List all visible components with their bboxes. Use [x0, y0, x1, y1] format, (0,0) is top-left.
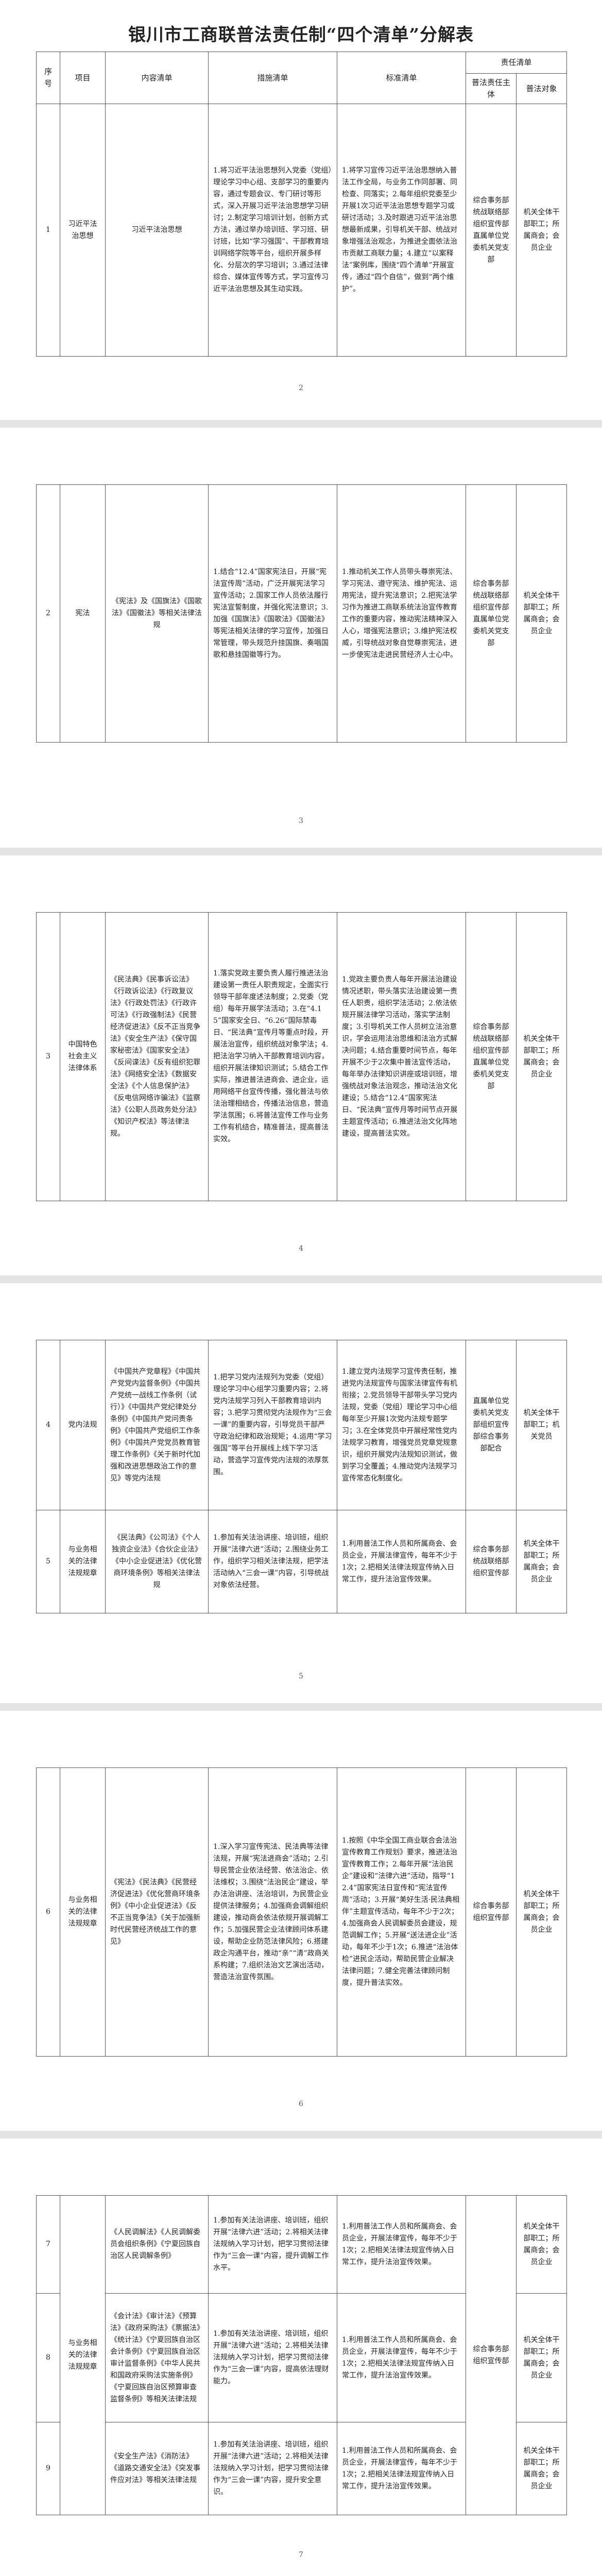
row-item: 中国特色社会主义法律体系	[60, 912, 106, 1201]
page-number: 7	[299, 2551, 303, 2559]
row-subject: 综合事务部统战联络部组织宣传部	[466, 1510, 517, 1613]
page-1: 银川市工商联普法责任制“四个清单”分解表 序号 项目 内容清单 措施清单 标准清…	[0, 0, 602, 420]
table-row: 6 与业务相关的法律法规规章 《宪法》《民法典》《民营经济促进法》《优化营商环境…	[36, 1767, 567, 2057]
row-content: 《民法典》《民事诉讼法》《行政诉讼法》《行政复议法》《行政处罚法》《行政许可法》…	[105, 912, 209, 1201]
page-4: 4 党内法规 《中国共产党章程》《中国共产党党内监督条例》《中国共产党统一战线工…	[0, 1283, 602, 1703]
responsibility-table: 3 中国特色社会主义法律体系 《民法典》《民事诉讼法》《行政诉讼法》《行政复议法…	[36, 912, 567, 1201]
table-row: 1 习近平法治思想 习近平法治思想 1.将习近平法治思想列入党委（党组）理论学习…	[36, 104, 567, 357]
header-target: 普法对象	[515, 73, 567, 104]
responsibility-table: 4 党内法规 《中国共产党章程》《中国共产党党内监督条例》《中国共产党统一战线工…	[36, 1340, 567, 1613]
table-row: 8 《会计法》《审计法》《预算法》《政府采购法》《票据法》《统计法》《宁夏回族自…	[36, 2293, 567, 2422]
page-5: 6 与业务相关的法律法规规章 《宪法》《民法典》《民营经济促进法》《优化营商环境…	[0, 1711, 602, 2131]
row-standard: 1.按照《中华全国工商业联合会法治宣传教育工作规划》要求，推进法治宣传教育工作；…	[337, 1767, 466, 2057]
table-row: 9 《安全生产法》《消防法》《道路交通安全法》《突发事件应对法》等相关法律法规 …	[36, 2422, 567, 2515]
row-measure: 1.将习近平法治思想列入党委（党组）理论学习中心组、支部学习的重要内容，通过专题…	[208, 104, 337, 357]
row-seq: 5	[36, 1510, 60, 1613]
row-item: 与业务相关的法律法规规章	[60, 1767, 106, 2057]
page-6: 7 与业务相关的法律法规规章 《人民调解法》《人民调解委员会组织条例》《宁夏回族…	[0, 2139, 602, 2576]
row-target: 机关全体干部职工；所属商会；会员企业	[516, 2195, 567, 2294]
row-standard: 1.建立党内法规学习宣传责任制，推进党内法规宣传与国家法律宣传有机衔接；2.党员…	[337, 1340, 466, 1510]
page-number: 4	[299, 1244, 303, 1253]
row-subject: 综合事务部统战联络部组织宣传部直属单位党委机关党支部	[466, 484, 517, 743]
row-subject: 综合事务部统战联络部组织宣传部直属单位党委机关党支部	[466, 104, 517, 357]
page-3: 3 中国特色社会主义法律体系 《民法典》《民事诉讼法》《行政诉讼法》《行政复议法…	[0, 855, 602, 1275]
row-content: 《人民调解法》《人民调解委员会组织条例》《宁夏回族自治区人民调解条例》	[105, 2195, 209, 2294]
row-content: 《安全生产法》《消防法》《道路交通安全法》《突发事件应对法》等相关法律法规	[105, 2422, 209, 2515]
row-standard: 1.利用普法工作人员和所属商会、会员企业，开展法律宣传，每年不少于1次；2.把相…	[337, 1510, 466, 1613]
header-content: 内容清单	[105, 52, 209, 104]
header-seq: 序号	[36, 52, 60, 104]
row-subject: 综合事务部组织宣传部	[466, 1767, 517, 2057]
responsibility-table: 6 与业务相关的法律法规规章 《宪法》《民法典》《民营经济促进法》《优化营商环境…	[36, 1767, 567, 2057]
row-standard: 1.党政主要负责人每年开展法治建设情况述职，带头落实法治建设第一责任人职责，组织…	[337, 912, 466, 1201]
table-row: 5 与业务相关的法律法规规章 《民法典》《公司法》《个人独资企业法》《合伙企业法…	[36, 1510, 567, 1613]
page-number: 2	[299, 384, 303, 392]
row-measure: 1.落实党政主要负责人履行推进法治建设第一责任人职责规定，全面实行领导干部年度述…	[208, 912, 337, 1201]
row-subject: 综合事务部组织宣传部	[466, 2195, 517, 2515]
row-seq: 7	[36, 2195, 60, 2294]
row-item: 习近平法治思想	[60, 104, 106, 357]
header-measure: 措施清单	[208, 52, 337, 104]
responsibility-table: 2 宪法 《宪法》及《国旗法》《国歌法》《国徽法》等相关法律法规 1.结合“12…	[36, 484, 567, 743]
responsibility-table: 7 与业务相关的法律法规规章 《人民调解法》《人民调解委员会组织条例》《宁夏回族…	[36, 2195, 567, 2515]
row-content: 《宪法》《民法典》《民营经济促进法》《优化营商环境条例》《中小企业促进法》《反不…	[105, 1767, 209, 2057]
row-target: 机关全体干部职工；所属商会；会员企业	[516, 1767, 567, 2057]
row-item: 与业务相关的法律法规规章	[60, 1510, 106, 1613]
row-seq: 2	[36, 484, 60, 743]
row-measure: 1.参加有关法治讲座、培训班，组织开展“法律六进”活动；2.将相关法律法规纳入学…	[208, 2195, 337, 2294]
row-item: 党内法规	[60, 1340, 106, 1510]
row-target: 机关全体干部职工；所属商会；会员企业	[516, 484, 567, 743]
row-target: 机关全体干部职工；所属商会；会员企业	[515, 104, 567, 357]
row-subject: 直属单位党委机关党支部组织宣传部综合事务部配合	[466, 1340, 517, 1510]
row-measure: 1.把学习党内法规列为党委（党组）理论学习中心组学习重要内容；2.将党内法规学习…	[208, 1340, 337, 1510]
row-seq: 1	[36, 104, 60, 357]
page-number: 5	[299, 1672, 303, 1680]
row-seq: 8	[36, 2293, 60, 2422]
table-row: 7 与业务相关的法律法规规章 《人民调解法》《人民调解委员会组织条例》《宁夏回族…	[36, 2195, 567, 2515]
row-item: 与业务相关的法律法规规章	[60, 2195, 106, 2515]
row-content: 《民法典》《公司法》《个人独资企业法》《合伙企业法》《中小企业促进法》《优化营商…	[105, 1510, 209, 1613]
row-target: 机关全体干部职工；所属商会；会员企业	[516, 2293, 567, 2422]
row-seq: 6	[36, 1767, 60, 2057]
row-content: 《中国共产党章程》《中国共产党党内监督条例》《中国共产党统一战线工作条例（试行）…	[105, 1340, 209, 1510]
row-measure: 1.参加有关法治讲座、培训班，组织开展“法律六进”活动；2.围绕业务工作，组织学…	[208, 1510, 337, 1613]
table-row: 4 党内法规 《中国共产党章程》《中国共产党党内监督条例》《中国共产党统一战线工…	[36, 1340, 567, 1510]
page-2: 2 宪法 《宪法》及《国旗法》《国歌法》《国徽法》等相关法律法规 1.结合“12…	[0, 428, 602, 848]
header-subject: 普法责任主体	[466, 73, 517, 104]
header-standard: 标准清单	[337, 52, 466, 104]
row-content: 《宪法》及《国旗法》《国歌法》《国徽法》等相关法律法规	[105, 484, 209, 743]
table-header-row: 序号 项目 内容清单 措施清单 标准清单 责任清单	[36, 52, 567, 104]
row-content: 习近平法治思想	[105, 104, 209, 357]
row-content: 《会计法》《审计法》《预算法》《政府采购法》《票据法》《统计法》《宁夏回族自治区…	[105, 2293, 209, 2422]
row-target: 机关全体干部职工；机关党员	[516, 1340, 567, 1510]
row-measure: 1.参加有关法治讲座、培训班，组织开展“法律六进”活动；2.将相关法律法规纳入学…	[208, 2422, 337, 2515]
row-subject: 综合事务部统战联络部组织宣传部直属单位党委机关党支部	[466, 912, 517, 1201]
row-measure: 1.参加有关法治讲座、培训班，组织开展“法律六进”活动；2.将相关法律法规纳入学…	[208, 2293, 337, 2422]
row-standard: 1.利用普法工作人员和所属商会、会员企业，开展法律宣传，每年不少于1次；2.把相…	[337, 2195, 466, 2294]
row-target: 机关全体干部职工；所属商会；会员企业	[516, 912, 567, 1201]
table-row: 3 中国特色社会主义法律体系 《民法典》《民事诉讼法》《行政诉讼法》《行政复议法…	[36, 912, 567, 1201]
row-standard: 1.将学习宣传习近平法治思想纳入普法工作全局，与业务工作同部署、同检查、同落实；…	[337, 104, 466, 357]
table-row: 2 宪法 《宪法》及《国旗法》《国歌法》《国徽法》等相关法律法规 1.结合“12…	[36, 484, 567, 743]
row-measure: 1.深入学习宣传宪法、民法典等法律法规，开展“宪法进商会”活动；2.引导民营企业…	[208, 1767, 337, 2057]
table-subheader-row: 普法责任主体 普法对象	[37, 73, 567, 104]
row-standard: 1.推动机关工作人员带头尊崇宪法、学习宪法、遵守宪法、维护宪法、运用宪法，提升宪…	[337, 484, 466, 743]
row-target: 机关全体干部职工；所属商会；会员企业	[516, 2422, 567, 2515]
row-standard: 1.利用普法工作人员和所属商会、会员企业，开展法律宣传，每年不少于1次；2.把相…	[337, 2422, 466, 2515]
page-number: 6	[299, 2100, 303, 2108]
row-measure: 1.结合“12.4”国家宪法日，开展“宪法宣传周”活动，广泛开展宪法学习宣传活动…	[208, 484, 337, 743]
responsibility-table: 序号 项目 内容清单 措施清单 标准清单 责任清单 普法责任主体 普法对象 1 …	[36, 52, 567, 357]
row-seq: 9	[36, 2422, 60, 2515]
page-title: 银川市工商联普法责任制“四个清单”分解表	[128, 25, 474, 45]
row-seq: 3	[36, 912, 60, 1201]
row-standard: 1.利用普法工作人员和所属商会、会员企业，开展法律宣传，每年不少于1次；2.把相…	[337, 2293, 466, 2422]
row-seq: 4	[36, 1340, 60, 1510]
header-item: 项目	[60, 52, 106, 104]
header-resp: 责任清单	[465, 52, 567, 74]
row-target: 机关全体干部职工；所属商会；会员企业	[516, 1510, 567, 1613]
page-number: 3	[299, 817, 303, 825]
row-item: 宪法	[60, 484, 106, 743]
